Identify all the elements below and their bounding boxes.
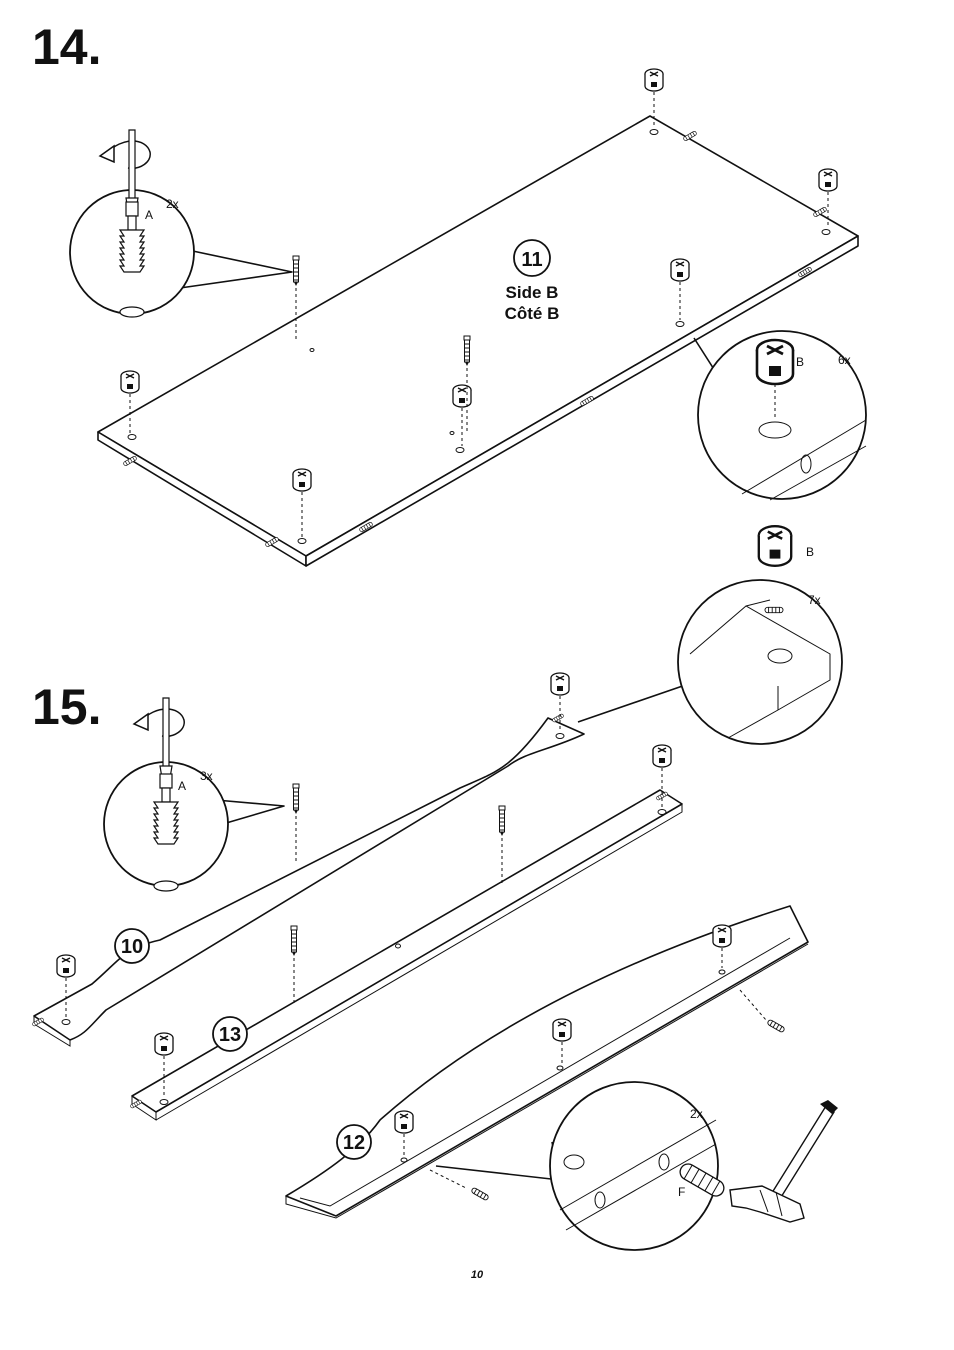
page-number: 10 — [471, 1269, 484, 1281]
zoom-bubble-screw-step14 — [69, 129, 293, 318]
part-12-number: 12 — [343, 1132, 365, 1154]
part-11-number: 11 — [521, 249, 542, 271]
cam-callout-step15 — [577, 524, 843, 745]
screw-part-step15: A — [178, 779, 186, 793]
zoom-bubble-cam-step14 — [693, 330, 867, 501]
step-15-number: 15. — [32, 679, 102, 735]
zoom-bubble-dowel-step15 — [435, 1081, 725, 1251]
step-14-number: 14. — [32, 19, 102, 75]
rail-12 — [285, 905, 809, 1219]
part-10-badge — [114, 928, 150, 964]
cam-part-step15: B — [806, 545, 814, 559]
cam-lock-fittings-step14 — [120, 68, 838, 537]
part-10-number: 10 — [121, 936, 143, 958]
screw-part-step14: A — [145, 208, 153, 222]
panel-side-fr: Côté B — [505, 304, 560, 323]
part-13-number: 13 — [219, 1024, 241, 1046]
hammer-icon — [729, 1100, 838, 1223]
panel-11 — [97, 115, 859, 567]
dowel-qty-step15: 2x — [690, 1107, 703, 1121]
part-13-badge — [212, 1016, 248, 1052]
cam-qty-step14: 6x — [838, 353, 851, 367]
screw-qty-step15: 3x — [200, 769, 213, 783]
cam-qty-step15: 7x — [808, 593, 821, 607]
part-12-badge — [336, 1124, 372, 1160]
screws-step14 — [292, 255, 471, 432]
part-11-badge — [513, 239, 551, 277]
zoom-bubble-screw-step15 — [103, 697, 285, 892]
cam-part-step14: B — [796, 355, 804, 369]
rail-13 — [129, 744, 683, 1121]
screw-qty-step14: 2x — [166, 197, 179, 211]
dowel-part-step15: F — [678, 1185, 685, 1199]
panel-side-en: Side B — [506, 283, 559, 302]
